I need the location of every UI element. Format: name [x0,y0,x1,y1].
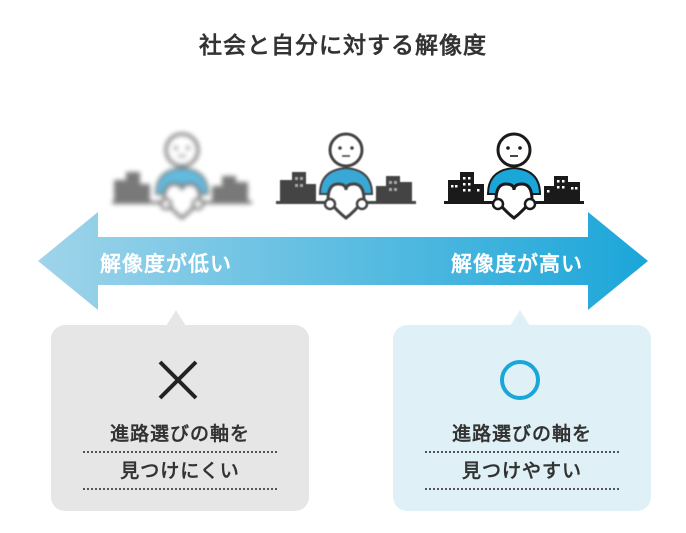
high-resolution-bubble: 進路選びの軸を 見つけやすい [393,310,651,511]
double-arrow-icon [38,212,648,310]
person-with-city-icon [112,132,252,220]
person-with-city-icon [444,132,584,220]
bubble-text-line2: 見つけにくい [83,456,277,490]
circle-icon [500,360,540,400]
cross-icon [158,360,198,400]
person-with-city-icon [276,132,416,220]
bubble-text-line1: 進路選びの軸を [425,419,619,453]
high-resolution-label: 解像度が高い [451,252,583,276]
figure-medium-resolution [276,128,416,220]
figure-high-resolution [444,128,584,220]
diagram-title: 社会と自分に対する解像度 [199,33,487,59]
bubble-text-line2: 見つけやすい [425,456,619,490]
bubble-text-line1: 進路選びの軸を [83,419,277,453]
figure-low-resolution [112,128,252,220]
city-skyline [114,172,248,202]
low-resolution-bubble: 進路選びの軸を 見つけにくい [51,310,309,511]
low-resolution-label: 解像度が低い [100,252,232,276]
